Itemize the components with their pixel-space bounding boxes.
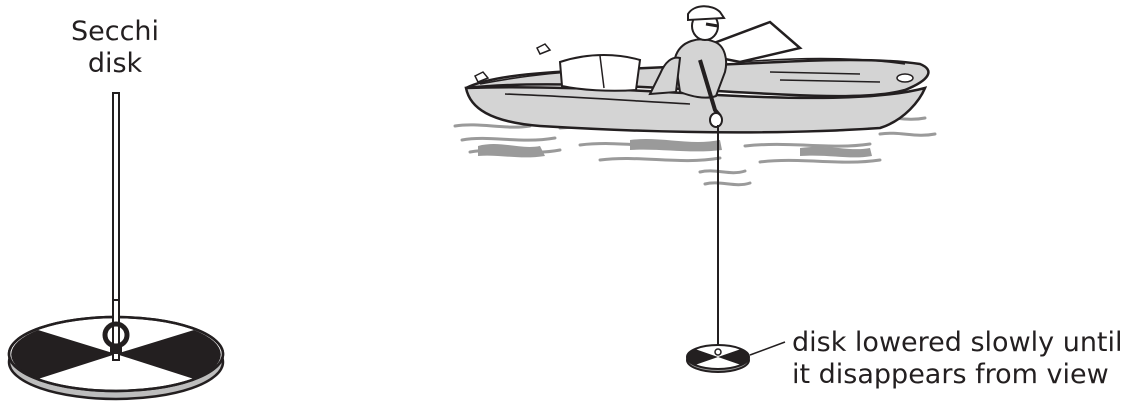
boat-scene xyxy=(455,6,935,372)
secchi-disk-label: Secchi disk xyxy=(40,16,190,80)
callout-line-2: it disappears from view xyxy=(792,359,1123,391)
standalone-secchi-disk xyxy=(9,93,223,399)
water-shadow xyxy=(478,139,872,157)
secchi-label-line-2: disk xyxy=(40,48,190,80)
callout-leader xyxy=(750,342,785,355)
submerged-secchi-disk xyxy=(687,345,749,372)
secchi-label-line-1: Secchi xyxy=(40,16,190,48)
callout-line-1: disk lowered slowly until xyxy=(792,327,1123,359)
callout-text: disk lowered slowly until it disappears … xyxy=(792,327,1123,391)
